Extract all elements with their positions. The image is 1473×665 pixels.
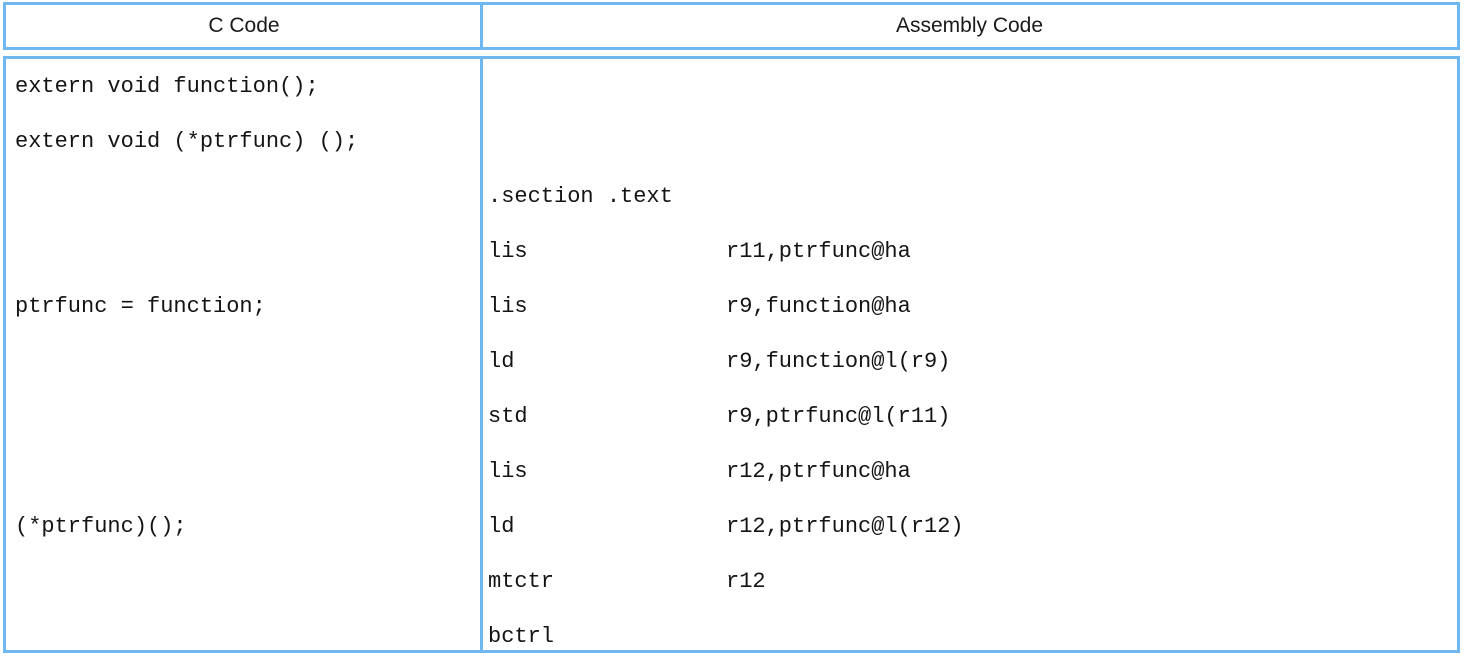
assembly-mnemonic: ld <box>488 514 515 539</box>
assembly-instruction-line: lis r9,function@ha <box>488 279 1457 334</box>
c-code-blank-line <box>15 169 480 224</box>
assembly-operand: r12,ptrfunc@l(r12) <box>726 514 964 539</box>
assembly-instruction-line: bctrl <box>488 609 1457 650</box>
assembly-instruction-line: lis r11,ptrfunc@ha <box>488 224 1457 279</box>
c-code-blank-line <box>15 389 480 444</box>
assembly-instruction-line: std r9,ptrfunc@l(r11) <box>488 389 1457 444</box>
c-code-blank-line <box>15 224 480 279</box>
assembly-mnemonic: lis <box>488 294 528 319</box>
cell-c-code: extern void function(); extern void (*ptr… <box>6 59 480 650</box>
column-header-assembly-code: Assembly Code <box>895 14 1044 37</box>
c-code-line: (*ptrfunc)(); <box>15 514 187 539</box>
c-code-blank-line <box>15 554 480 609</box>
body-column-divider <box>480 59 483 650</box>
code-comparison-table: C Code Assembly Code extern void functio… <box>3 2 1460 653</box>
assembly-operand: r12 <box>726 569 766 594</box>
assembly-blank-line <box>488 114 1457 169</box>
assembly-instruction-line: ld r12,ptrfunc@l(r12) <box>488 499 1457 554</box>
c-code-line: ptrfunc = function; <box>15 294 266 319</box>
assembly-blank-line <box>488 59 1457 114</box>
assembly-directive: .section .text <box>488 184 673 209</box>
assembly-directive-line: .section .text <box>488 169 1457 224</box>
assembly-operand: r9,function@l(r9) <box>726 349 951 374</box>
assembly-mnemonic: std <box>488 404 528 429</box>
assembly-mnemonic: lis <box>488 239 528 264</box>
column-header-c-code: C Code <box>208 14 280 37</box>
assembly-mnemonic: ld <box>488 349 515 374</box>
assembly-operand: r9,ptrfunc@l(r11) <box>726 404 951 429</box>
assembly-instruction-line: mtctr r12 <box>488 554 1457 609</box>
assembly-instruction-line: ld r9,function@l(r9) <box>488 334 1457 389</box>
c-code-blank-line <box>15 334 480 389</box>
assembly-mnemonic: mtctr <box>488 569 555 594</box>
assembly-mnemonic: lis <box>488 459 528 484</box>
assembly-mnemonic: bctrl <box>488 624 555 649</box>
c-code-blank-line <box>15 444 480 499</box>
assembly-operand: r9,function@ha <box>726 294 911 319</box>
table-body-row: extern void function(); extern void (*ptr… <box>3 56 1460 653</box>
assembly-operand: r12,ptrfunc@ha <box>726 459 911 484</box>
c-code-line: extern void function(); <box>15 74 319 99</box>
assembly-instruction-line: lis r12,ptrfunc@ha <box>488 444 1457 499</box>
header-column-divider <box>480 5 483 47</box>
c-code-line: extern void (*ptrfunc) (); <box>15 129 359 154</box>
cell-assembly-code: .section .text lis r11,ptrfunc@ha lis r9,fun… <box>483 59 1457 650</box>
table-header-row: C Code Assembly Code <box>3 2 1460 50</box>
assembly-operand: r11,ptrfunc@ha <box>726 239 911 264</box>
